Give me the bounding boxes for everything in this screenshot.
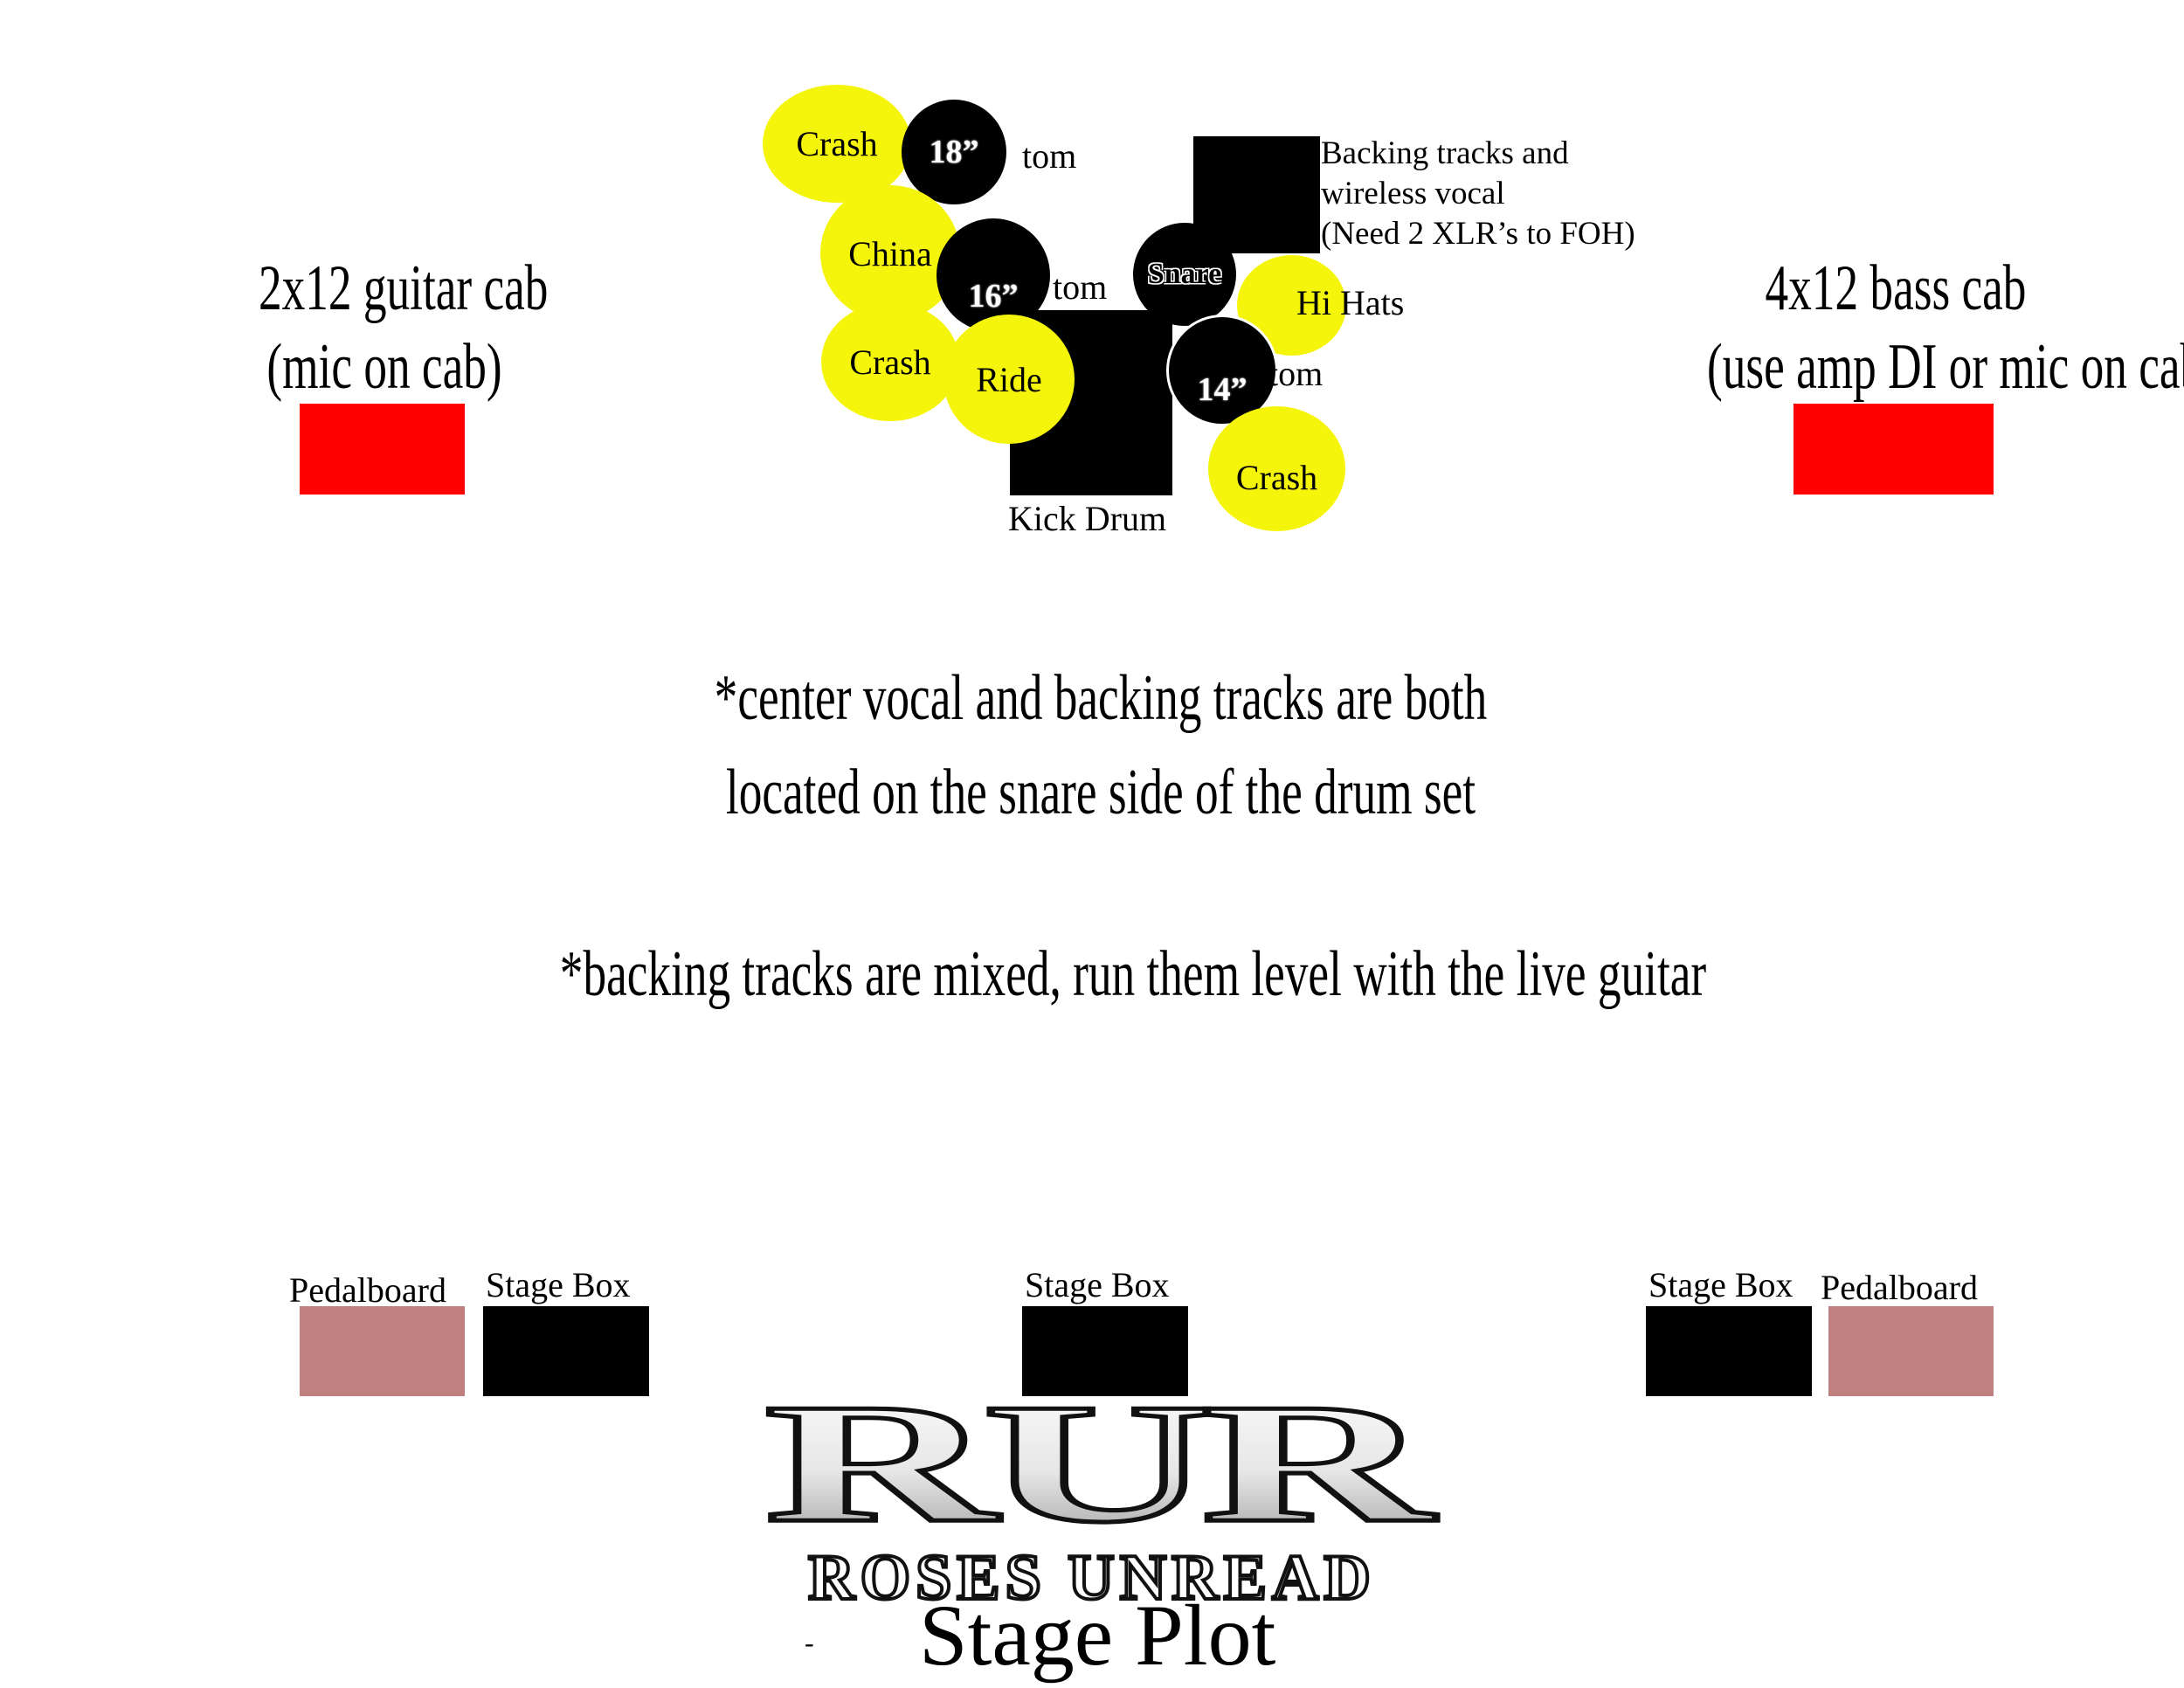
note-center-vocal: *center vocal and backing tracks are bot…: [673, 651, 1528, 840]
china-cymbal: China: [820, 185, 960, 322]
pedalboard-left: [300, 1306, 465, 1396]
crash-right-label: Crash: [1235, 458, 1318, 497]
pedalboard-right: [1828, 1306, 1994, 1396]
pedalboard-right-label: Pedalboard: [1821, 1268, 1978, 1307]
bass-cab-note: (use amp DI or mic on cab): [1707, 331, 2184, 404]
tom-18-label: tom: [1022, 136, 1077, 176]
guitar-cab-note: (mic on cab): [266, 331, 502, 404]
logo-monogram: RUR: [764, 1398, 1437, 1558]
crash-left-label: Crash: [849, 342, 931, 382]
guitar-cab-label: 2x12 guitar cab (mic on cab): [259, 249, 549, 407]
stagebox-left: [483, 1306, 649, 1396]
tom-16-label: tom: [1053, 267, 1108, 307]
band-logo: RUR ROSES UNREAD: [762, 1398, 1455, 1608]
guitar-cab-title: 2x12 guitar cab: [259, 253, 549, 324]
tom-18: 18”: [902, 100, 1006, 204]
crash-top-label: Crash: [796, 124, 878, 163]
note-1-line-2: located on the snare side of the drum se…: [725, 757, 1476, 828]
stage-plot-title: Stage Plot: [919, 1587, 1276, 1684]
stagebox-center-label: Stage Box: [1025, 1265, 1170, 1304]
backing-line-3: (Need 2 XLR’s to FOH): [1321, 216, 1635, 252]
china-label: China: [848, 233, 932, 273]
backing-line-2: wireless vocal: [1321, 176, 1505, 211]
guitar-cab: [300, 404, 465, 495]
bass-cab: [1794, 404, 1994, 495]
hi-hats-label: Hi Hats: [1296, 283, 1405, 322]
ride-cymbal: Ride: [943, 315, 1075, 444]
backing-line-1: Backing tracks and: [1321, 135, 1569, 171]
ride-label: Ride: [976, 359, 1042, 399]
note-1-line-1: *center vocal and backing tracks are bot…: [714, 662, 1488, 734]
note-2-text: *backing tracks are mixed, run them leve…: [559, 938, 1707, 1010]
snare-drum: Snare: [1133, 223, 1236, 326]
logo-dash: -: [805, 1627, 814, 1658]
tom-16-size: 16”: [968, 278, 1019, 315]
tom-14-size: 14”: [1197, 371, 1248, 408]
tom-14-label: tom: [1268, 354, 1324, 393]
stagebox-left-label: Stage Box: [486, 1265, 631, 1304]
bass-cab-title: 4x12 bass cab: [1765, 253, 2027, 324]
stagebox-right: [1646, 1306, 1812, 1396]
stagebox-center: [1022, 1306, 1188, 1396]
tom-18-size: 18”: [929, 134, 979, 170]
kick-drum-label: Kick Drum: [1008, 499, 1167, 538]
note-backing-tracks: *backing tracks are mixed, run them leve…: [559, 935, 1707, 1013]
crash-cymbal-right: Crash: [1208, 406, 1345, 531]
backing-tracks-label: Backing tracks and wireless vocal (Need …: [1321, 134, 1635, 254]
logo-band-name: ROSES UNREAD: [808, 1542, 1376, 1608]
stagebox-right-label: Stage Box: [1648, 1265, 1794, 1304]
pedalboard-left-label: Pedalboard: [289, 1270, 446, 1310]
crash-cymbal-top: Crash: [763, 85, 911, 203]
crash-cymbal-left: Crash: [821, 302, 959, 421]
bass-cab-label: 4x12 bass cab (use amp DI or mic on cab): [1707, 249, 2184, 407]
snare-label: Snare: [1147, 258, 1222, 290]
